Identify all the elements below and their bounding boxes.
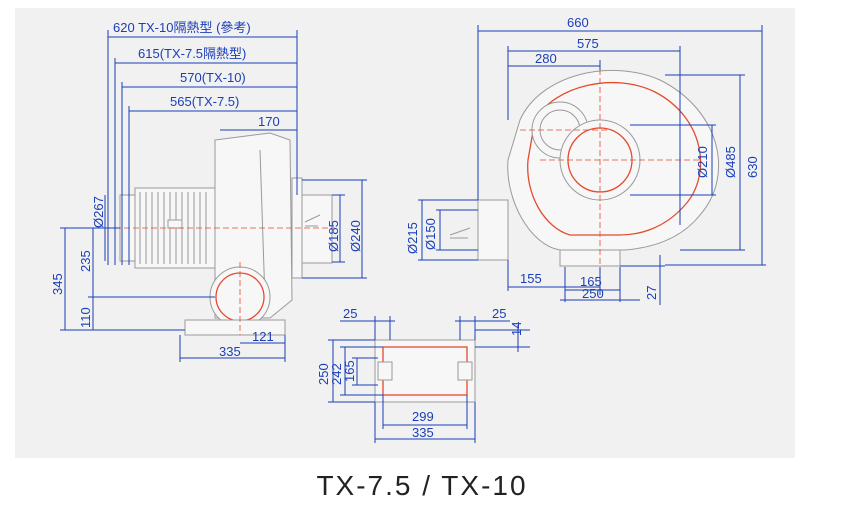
inlet-arrow-icon <box>304 214 321 227</box>
dim-630-label: 630 <box>745 156 760 178</box>
dim-345-label: 345 <box>50 273 65 295</box>
dim-170-label: 170 <box>258 114 280 129</box>
dim-620-label: 620 TX-10隔熱型 (參考) <box>113 20 251 35</box>
dim-110-label: 110 <box>78 307 93 328</box>
front-base <box>559 249 621 267</box>
slot-right <box>457 361 473 381</box>
dim-250-label: 250 <box>582 286 604 301</box>
dim-565-label: 565(TX-7.5) <box>170 94 239 109</box>
dim-121-label: 121 <box>252 329 274 344</box>
front-view: 660 575 280 Ø210 Ø485 630 Ø215 Ø150 155 … <box>405 15 766 305</box>
terminal-box <box>167 219 183 229</box>
dim-335-base-label: 335 <box>412 425 434 440</box>
outlet-duct <box>477 199 509 261</box>
dim-660-label: 660 <box>567 15 589 30</box>
slot-left <box>377 361 393 381</box>
dim-615-label: 615(TX-7.5隔熱型) <box>138 46 246 61</box>
dim-25-left-label: 25 <box>343 306 357 321</box>
housing-seam <box>259 149 266 301</box>
dim-d210-label: Ø210 <box>695 146 710 178</box>
dim-27-label: 27 <box>644 286 659 300</box>
dim-335-label: 335 <box>219 344 241 359</box>
dim-250-base-label: 250 <box>316 363 331 385</box>
dim-155-label: 155 <box>520 271 542 286</box>
dim-242-label: 242 <box>329 363 344 385</box>
dim-299-label: 299 <box>412 409 434 424</box>
dim-165-label: 165 <box>580 274 602 289</box>
volute-outline <box>527 81 702 236</box>
dim-570-label: 570(TX-10) <box>180 70 246 85</box>
inlet-duct <box>301 194 333 264</box>
side-view: 620 TX-10隔熱型 (參考) 615(TX-7.5隔熱型) 570(TX-… <box>50 20 367 362</box>
dim-d150-label: Ø150 <box>423 218 438 250</box>
dim-d185-label: Ø185 <box>326 220 341 252</box>
dim-d267-label: Ø267 <box>91 196 106 228</box>
dim-235-label: 235 <box>78 250 93 272</box>
dim-d215-label: Ø215 <box>405 222 420 254</box>
dim-165-base-label: 165 <box>342 360 357 382</box>
dim-d240-label: Ø240 <box>348 220 363 252</box>
dim-14-label: 14 <box>509 322 524 336</box>
dim-d485-label: Ø485 <box>723 146 738 178</box>
dim-575-label: 575 <box>577 36 599 51</box>
outlet-arrow-icon <box>449 227 471 239</box>
base-view: 25 25 14 250 242 165 299 335 <box>316 306 530 443</box>
dim-25-right-label: 25 <box>492 306 506 321</box>
model-caption: TX-7.5 / TX-10 <box>316 470 528 501</box>
dim-280-label: 280 <box>535 51 557 66</box>
